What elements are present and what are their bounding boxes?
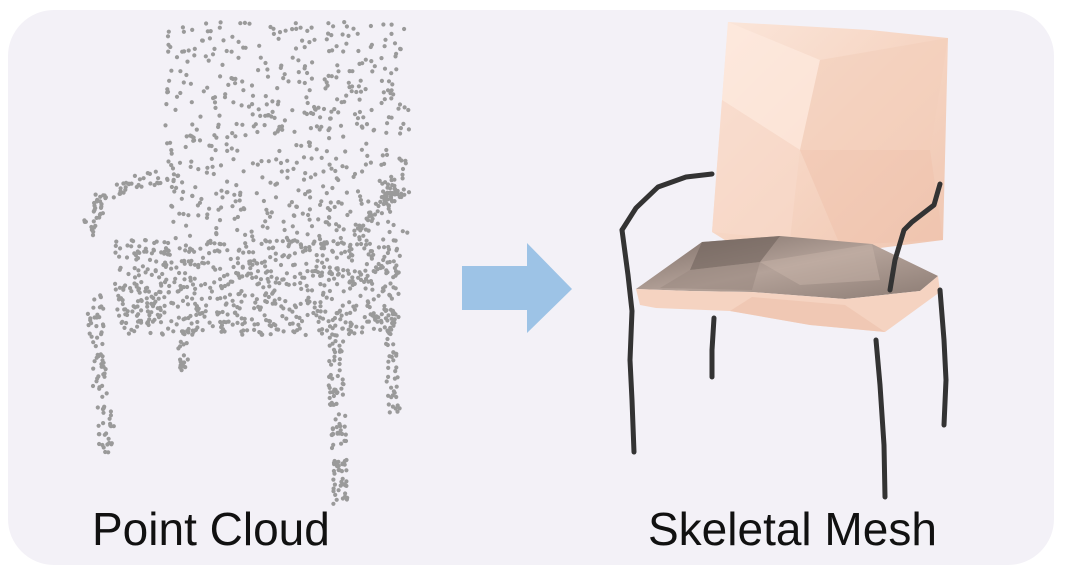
point-cloud-chair [82, 20, 412, 506]
skeleton-left-front-leg [619, 227, 637, 455]
skeletal-mesh-chair [619, 22, 949, 500]
skeleton-left-arm [619, 171, 715, 233]
skeleton-left-back-leg [709, 315, 717, 380]
skeleton-right-back-leg [937, 287, 949, 428]
skeleton-right-arm [887, 181, 943, 293]
right-arrow-icon [462, 243, 572, 333]
skeletal-mesh-caption: Skeletal Mesh [648, 503, 937, 555]
point-cloud-caption: Point Cloud [92, 503, 330, 555]
skeleton-right-front-leg [873, 337, 888, 500]
